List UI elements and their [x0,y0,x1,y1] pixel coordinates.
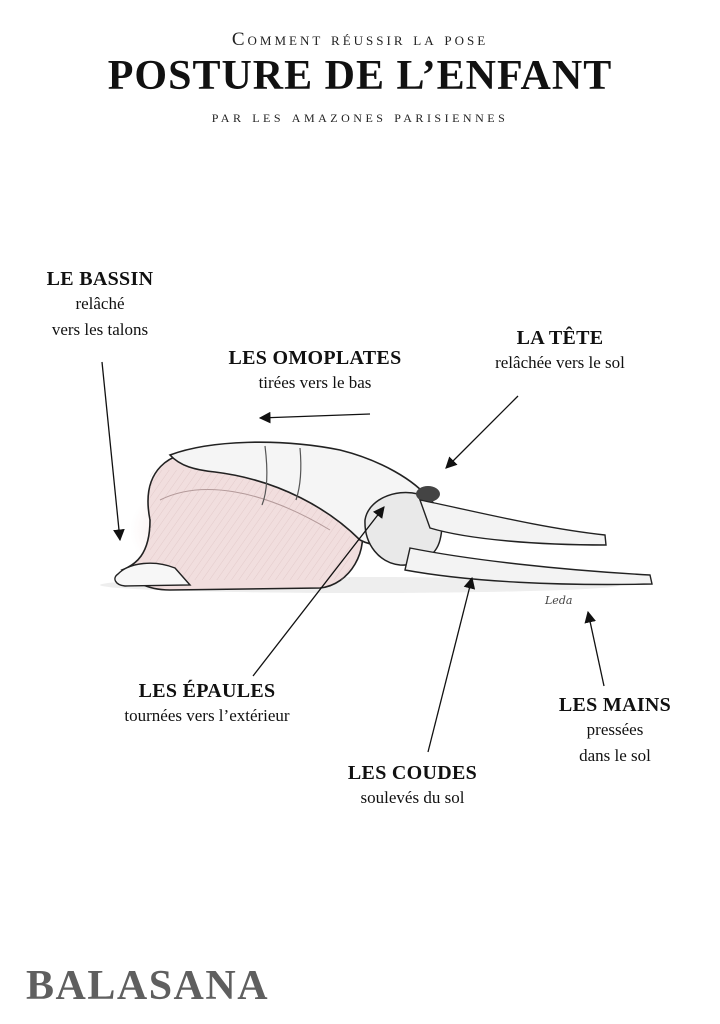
arrow-omoplates [258,411,371,424]
header-byline: par les amazones parisiennes [211,107,509,126]
arrow-mains [584,610,605,687]
label-bassin-title: LE BASSIN [46,268,154,290]
arrow-coudes [427,576,476,753]
label-coudes-title: LES COUDES [347,762,478,784]
page-title: POSTURE DE L’ENFANT [107,53,613,99]
header-kicker: Comment réussir la pose [231,29,489,50]
label-tete: LA TÊTE relâchée vers le sol [460,327,660,376]
label-bassin: LE BASSIN relâché vers les talons [20,268,180,343]
lower-arm-shape [404,547,653,586]
arrow-epaules [252,506,385,677]
label-coudes: LES COUDES soulevés du sol [320,762,505,811]
hair-bun [416,486,440,502]
upper-arm-shape [418,499,607,546]
label-bassin-line1: relâché [75,294,125,313]
arrow-bassin [101,361,125,542]
label-epaules: LES ÉPAULES tournées vers l’extérieur [82,680,332,729]
arrow-tete [445,395,519,469]
label-bassin-line2: vers les talons [51,320,149,339]
label-tete-title: LA TÊTE [516,327,604,349]
feet-shape [114,562,192,587]
label-mains-line1: pressées [586,720,644,739]
pose-name: BALASANA [26,963,270,1009]
label-mains: LES MAINS pressées dans le sol [540,694,690,769]
label-omoplates-line1: tirées vers le bas [258,373,372,392]
label-epaules-line1: tournées vers l’extérieur [124,706,290,725]
label-epaules-title: LES ÉPAULES [138,680,276,702]
label-tete-line1: relâchée vers le sol [495,353,625,372]
label-omoplates-title: LES OMOPLATES [228,347,402,369]
label-omoplates: LES OMOPLATES tirées vers le bas [200,347,430,396]
artist-signature: Leda [544,594,572,607]
label-mains-title: LES MAINS [558,694,672,716]
label-mains-line2: dans le sol [579,746,651,765]
label-coudes-line1: soulevés du sol [360,788,465,807]
